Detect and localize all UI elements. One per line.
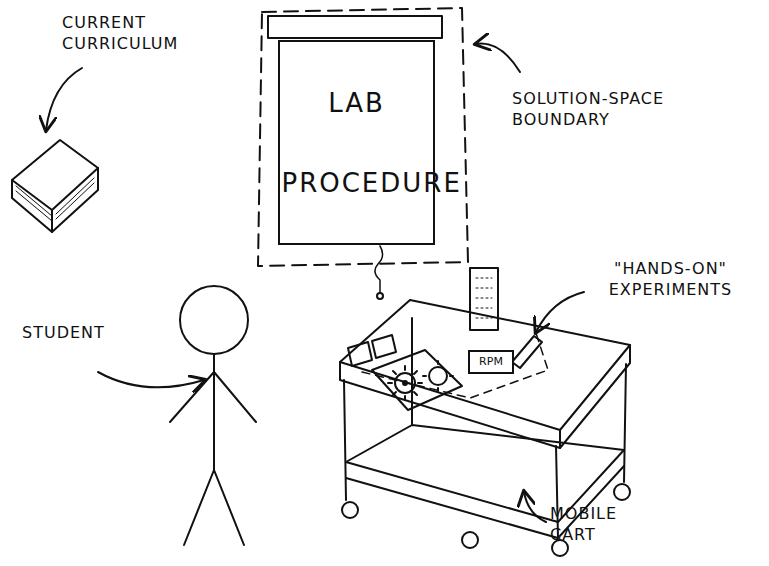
dashed-boundary (258, 8, 468, 266)
callout-label: MOBILE CART (550, 503, 640, 545)
callout-label: "HANDS-ON" EXPERIMENTS (578, 258, 763, 300)
stick-figure (170, 286, 256, 545)
callout-label: STUDENT (22, 322, 152, 343)
callout-arrow (524, 492, 546, 522)
rpm-display: RPM (468, 350, 514, 374)
callout-arrow (476, 44, 520, 72)
callout-arrow (536, 292, 584, 332)
cord-handle (377, 293, 383, 299)
callout-arrow (98, 372, 204, 387)
node-text: RPM (470, 355, 512, 369)
pull-cord (375, 246, 383, 292)
node-text: LAB PROCEDURE (282, 63, 432, 223)
callout-label: CURRENT CURRICULUM (62, 12, 202, 54)
book-drawing (12, 140, 98, 232)
projector-screen: LAB PROCEDURE (278, 40, 435, 245)
callout-label: SOLUTION-SPACE BOUNDARY (512, 88, 752, 130)
screen-roller (268, 16, 442, 38)
callout-arrow (46, 68, 82, 130)
